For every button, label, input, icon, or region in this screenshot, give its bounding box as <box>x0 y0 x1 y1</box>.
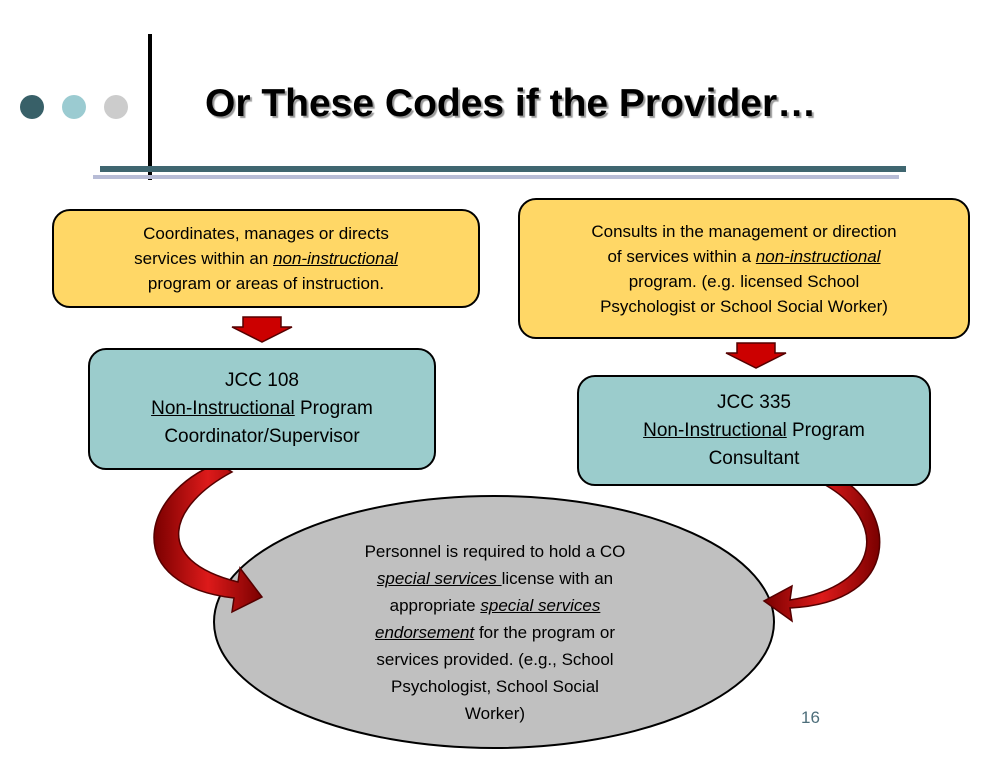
right-code-underlined: Non-Instructional <box>643 419 787 441</box>
left-code-underlined: Non-Instructional <box>151 398 295 419</box>
requirement-line3-emphasis: special services <box>480 596 601 615</box>
left-code-line2-rest: Program <box>294 398 373 419</box>
left-code-line2: Non-Instructional Program <box>151 395 373 423</box>
requirement-text: Personnel is required to hold a CO speci… <box>300 538 690 727</box>
decor-dot-light-teal <box>62 95 86 119</box>
left-code-box: JCC 108 Non-Instructional Program Coordi… <box>88 348 436 470</box>
requirement-line1: Personnel is required to hold a CO <box>364 542 626 561</box>
requirement-line4-emphasis: endorsement <box>374 623 475 642</box>
left-condition-line1: Coordinates, manages or directs <box>143 224 389 243</box>
requirement-line4-rest: for the program or <box>474 623 615 642</box>
requirement-line2-emphasis: special services <box>376 569 502 588</box>
curved-arrow-right-icon <box>762 477 881 623</box>
right-code-number: JCC 335 <box>717 391 791 413</box>
right-condition-line3: program. (e.g. licensed School <box>628 271 860 291</box>
right-condition-line2-pre: of services within a <box>607 246 756 266</box>
left-condition-line2: services within an non-instructional <box>134 246 398 271</box>
requirement-line7: Worker) <box>464 704 526 723</box>
down-arrow-left-icon <box>231 316 293 343</box>
down-arrow-right-icon <box>725 342 787 369</box>
left-condition-box: Coordinates, manages or directs services… <box>52 209 480 308</box>
right-condition-line1: Consults in the management or direction <box>591 221 897 241</box>
right-code-line2-rest: Program <box>786 419 865 441</box>
curved-arrow-left-icon <box>153 462 264 614</box>
right-code-line3: Consultant <box>708 447 800 469</box>
requirement-oval <box>213 495 775 749</box>
left-condition-line3: program or areas of instruction. <box>147 274 385 293</box>
requirement-line3: appropriate special services <box>300 592 690 619</box>
slide-title: Or These Codes if the Provider… <box>205 82 817 125</box>
decor-dot-gray <box>104 95 128 119</box>
requirement-line6: Psychologist, School Social <box>391 677 599 696</box>
decor-horizontal-line <box>100 166 906 172</box>
decor-dot-dark <box>20 95 44 119</box>
page-number: 16 <box>801 708 820 727</box>
right-condition-line4: Psychologist or School Social Worker) <box>600 296 888 316</box>
requirement-line2-rest: license with an <box>501 569 614 588</box>
right-code-box: JCC 335 Non-Instructional Program Consul… <box>577 375 931 486</box>
requirement-line2: special services license with an <box>300 565 690 592</box>
right-condition-line2: of services within a non-instructional <box>607 244 880 269</box>
right-condition-box: Consults in the management or direction … <box>518 198 970 339</box>
requirement-line4: endorsement for the program or <box>300 619 690 646</box>
decor-vertical-line <box>148 34 152 180</box>
requirement-line3-pre: appropriate <box>389 596 481 615</box>
right-condition-emphasis: non-instructional <box>755 246 881 266</box>
decor-horizontal-line-light <box>93 175 899 179</box>
right-code-line2: Non-Instructional Program <box>643 417 865 445</box>
left-code-line3: Coordinator/Supervisor <box>164 426 360 447</box>
left-condition-emphasis: non-instructional <box>273 249 398 268</box>
left-condition-line2-pre: services within an <box>134 249 274 268</box>
left-code-number: JCC 108 <box>225 370 299 391</box>
requirement-line5: services provided. (e.g., School <box>376 650 614 669</box>
